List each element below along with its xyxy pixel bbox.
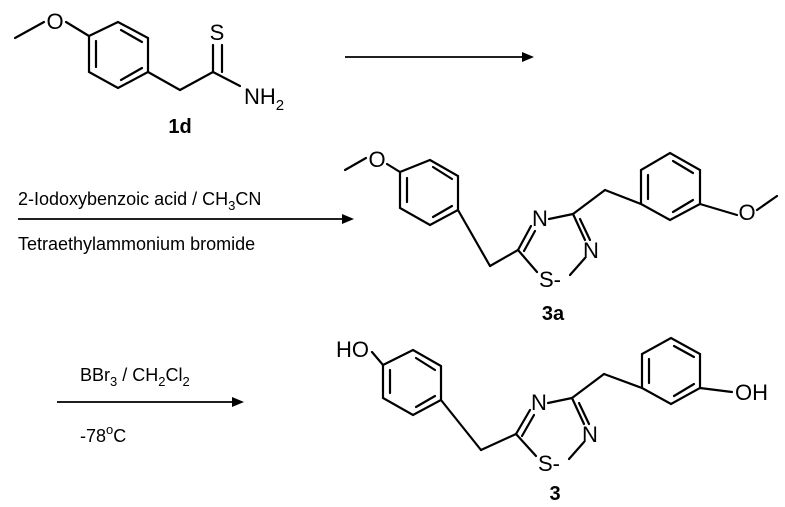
compound-label-1d: 1d <box>168 116 191 138</box>
hydroxyl-label-right: OH <box>735 380 768 405</box>
step2-temp-degree: o <box>106 422 113 437</box>
step2-slash-ch: / CH <box>117 365 158 385</box>
step2-bbr-subscript: 3 <box>110 374 117 389</box>
step2-temp-unit: C <box>113 426 126 446</box>
step2-bbr: BBr <box>80 365 110 385</box>
step2-cl-subscript: 2 <box>183 374 190 389</box>
step1-conditions: 2-Iodoxybenzoic acid / CH3CN Tetraethyla… <box>18 189 354 254</box>
compound-1d: O S NH2 1d <box>13 9 284 138</box>
step2-temperature: -78oC <box>80 422 126 446</box>
step2-cl: Cl <box>166 365 183 385</box>
step2-ch-subscript: 2 <box>158 374 165 389</box>
sulfur-atom-label: S- <box>538 451 560 476</box>
step2-reagent-line: BBr3 / CH2Cl2 <box>80 365 190 389</box>
sulfur-symbol: S <box>539 267 554 292</box>
sulfur-atom-label: S <box>210 20 225 45</box>
amine-group-label: NH2 <box>244 84 284 114</box>
step1-reagent-text-end: CN <box>235 189 261 209</box>
step1-reagent-subscript: 3 <box>228 198 235 213</box>
compound-3: HO OH N N S- 3 <box>336 336 768 505</box>
amine-subscript: 2 <box>276 97 284 114</box>
sulfur-bond-dash: - <box>554 267 561 292</box>
nitrogen-atom-label-1: N <box>532 206 548 231</box>
oxygen-atom-label-right: O <box>738 200 755 225</box>
step1-reagent-text: 2-Iodoxybenzoic acid / CH <box>18 189 228 209</box>
nitrogen-atom-label-2: N <box>582 422 598 447</box>
hydroxyl-label-left: HO <box>336 337 369 362</box>
step1-additive-line: Tetraethylammonium bromide <box>18 234 255 254</box>
nitrogen-atom-label-1: N <box>531 390 547 415</box>
oxygen-atom-label-left: O <box>368 147 385 172</box>
sulfur-symbol: S <box>538 451 553 476</box>
sulfur-bond-dash: - <box>553 451 560 476</box>
sulfur-atom-label: S- <box>539 267 561 292</box>
compound-label-3a: 3a <box>542 303 565 325</box>
oxygen-atom-label: O <box>46 9 63 34</box>
compound-3a: O O N N S- 3a <box>343 147 779 325</box>
step2-temp-value: -78 <box>80 426 106 446</box>
compound-label-3: 3 <box>549 483 560 505</box>
step1-reagent-line: 2-Iodoxybenzoic acid / CH3CN <box>18 189 261 213</box>
reaction-arrow-top <box>345 52 534 62</box>
step2-conditions: BBr3 / CH2Cl2 -78oC <box>57 365 244 446</box>
amine-nh: NH <box>244 84 276 109</box>
nitrogen-atom-label-2: N <box>583 238 599 263</box>
